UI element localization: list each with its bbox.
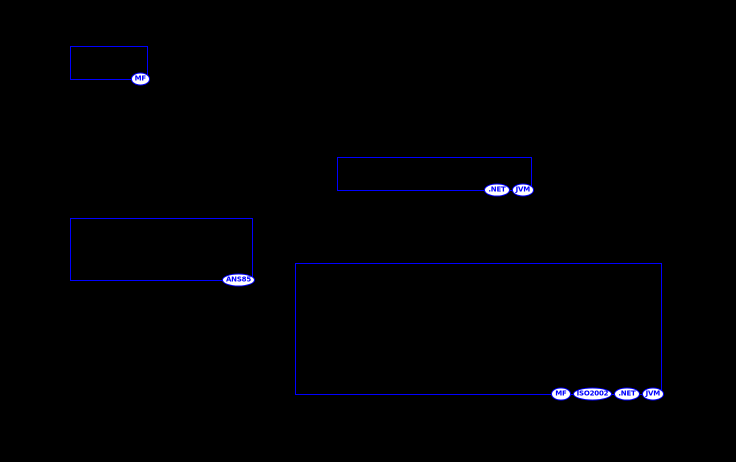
box-ans85 xyxy=(70,218,253,281)
badge-ans85: ANS85 xyxy=(221,273,255,287)
box-mf-badge-row: MF xyxy=(70,72,150,86)
badge-mf: MF xyxy=(130,72,150,86)
badge-jvm: JVM xyxy=(511,183,534,197)
box-net-jvm xyxy=(337,157,532,191)
box-ans85-badge-row: ANS85 xyxy=(70,273,255,287)
badge-net: .NET xyxy=(614,387,640,401)
box-mf-iso2002-net-jvm xyxy=(295,263,662,395)
badge-net: .NET xyxy=(484,183,510,197)
badge-jvm: JVM xyxy=(641,387,664,401)
badge-mf: MF xyxy=(551,387,571,401)
badge-iso2002: ISO2002 xyxy=(572,387,613,401)
box-mf xyxy=(70,46,148,80)
